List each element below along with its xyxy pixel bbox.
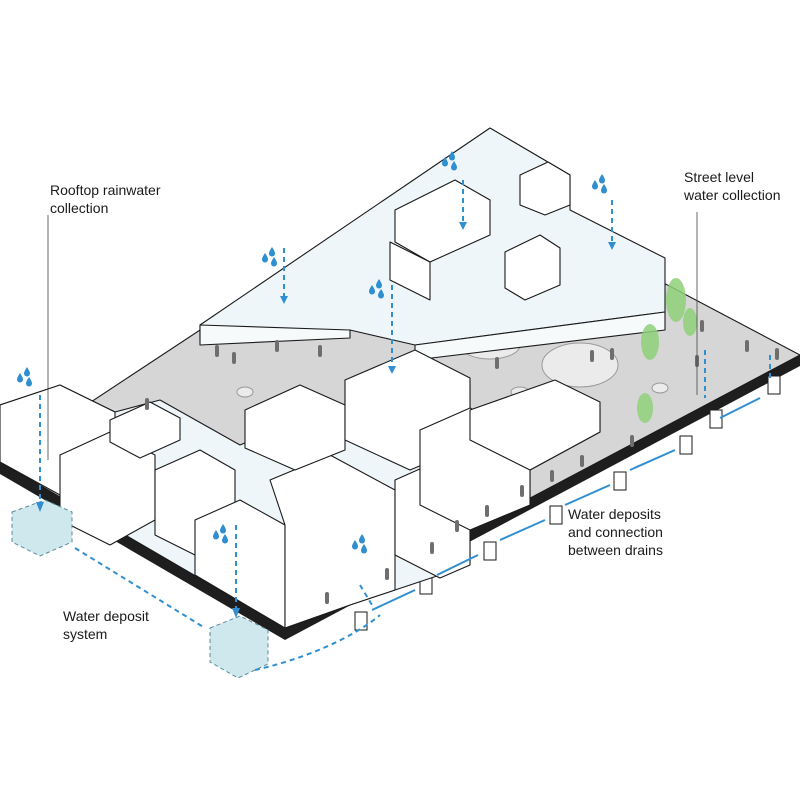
label-water-deposit-system: Water deposit system bbox=[63, 608, 149, 642]
deposit-connection bbox=[74, 547, 381, 671]
label-rooftop-rainwater-collection: Rooftop rainwater collection bbox=[50, 182, 161, 216]
tree-icon bbox=[641, 324, 659, 360]
label-water-deposits-connection: Water deposits and connection between dr… bbox=[568, 506, 663, 558]
rainwater-downpipes bbox=[36, 180, 771, 618]
raindrop-icon bbox=[592, 174, 607, 194]
raindrop-icon bbox=[17, 367, 32, 387]
back-buildings bbox=[199, 127, 666, 361]
people bbox=[145, 320, 779, 604]
drain-piers bbox=[354, 375, 781, 631]
leader-lines bbox=[47, 212, 698, 460]
trees bbox=[637, 278, 697, 423]
label-street-level-water-collection: Street level water collection bbox=[684, 169, 781, 203]
raindrop-icon bbox=[262, 247, 277, 267]
tree-icon bbox=[637, 393, 653, 423]
tree-icon bbox=[683, 308, 697, 336]
water-tanks bbox=[11, 499, 269, 679]
drain-connections bbox=[371, 397, 761, 611]
front-buildings bbox=[0, 349, 601, 629]
tree-icon bbox=[666, 278, 686, 322]
